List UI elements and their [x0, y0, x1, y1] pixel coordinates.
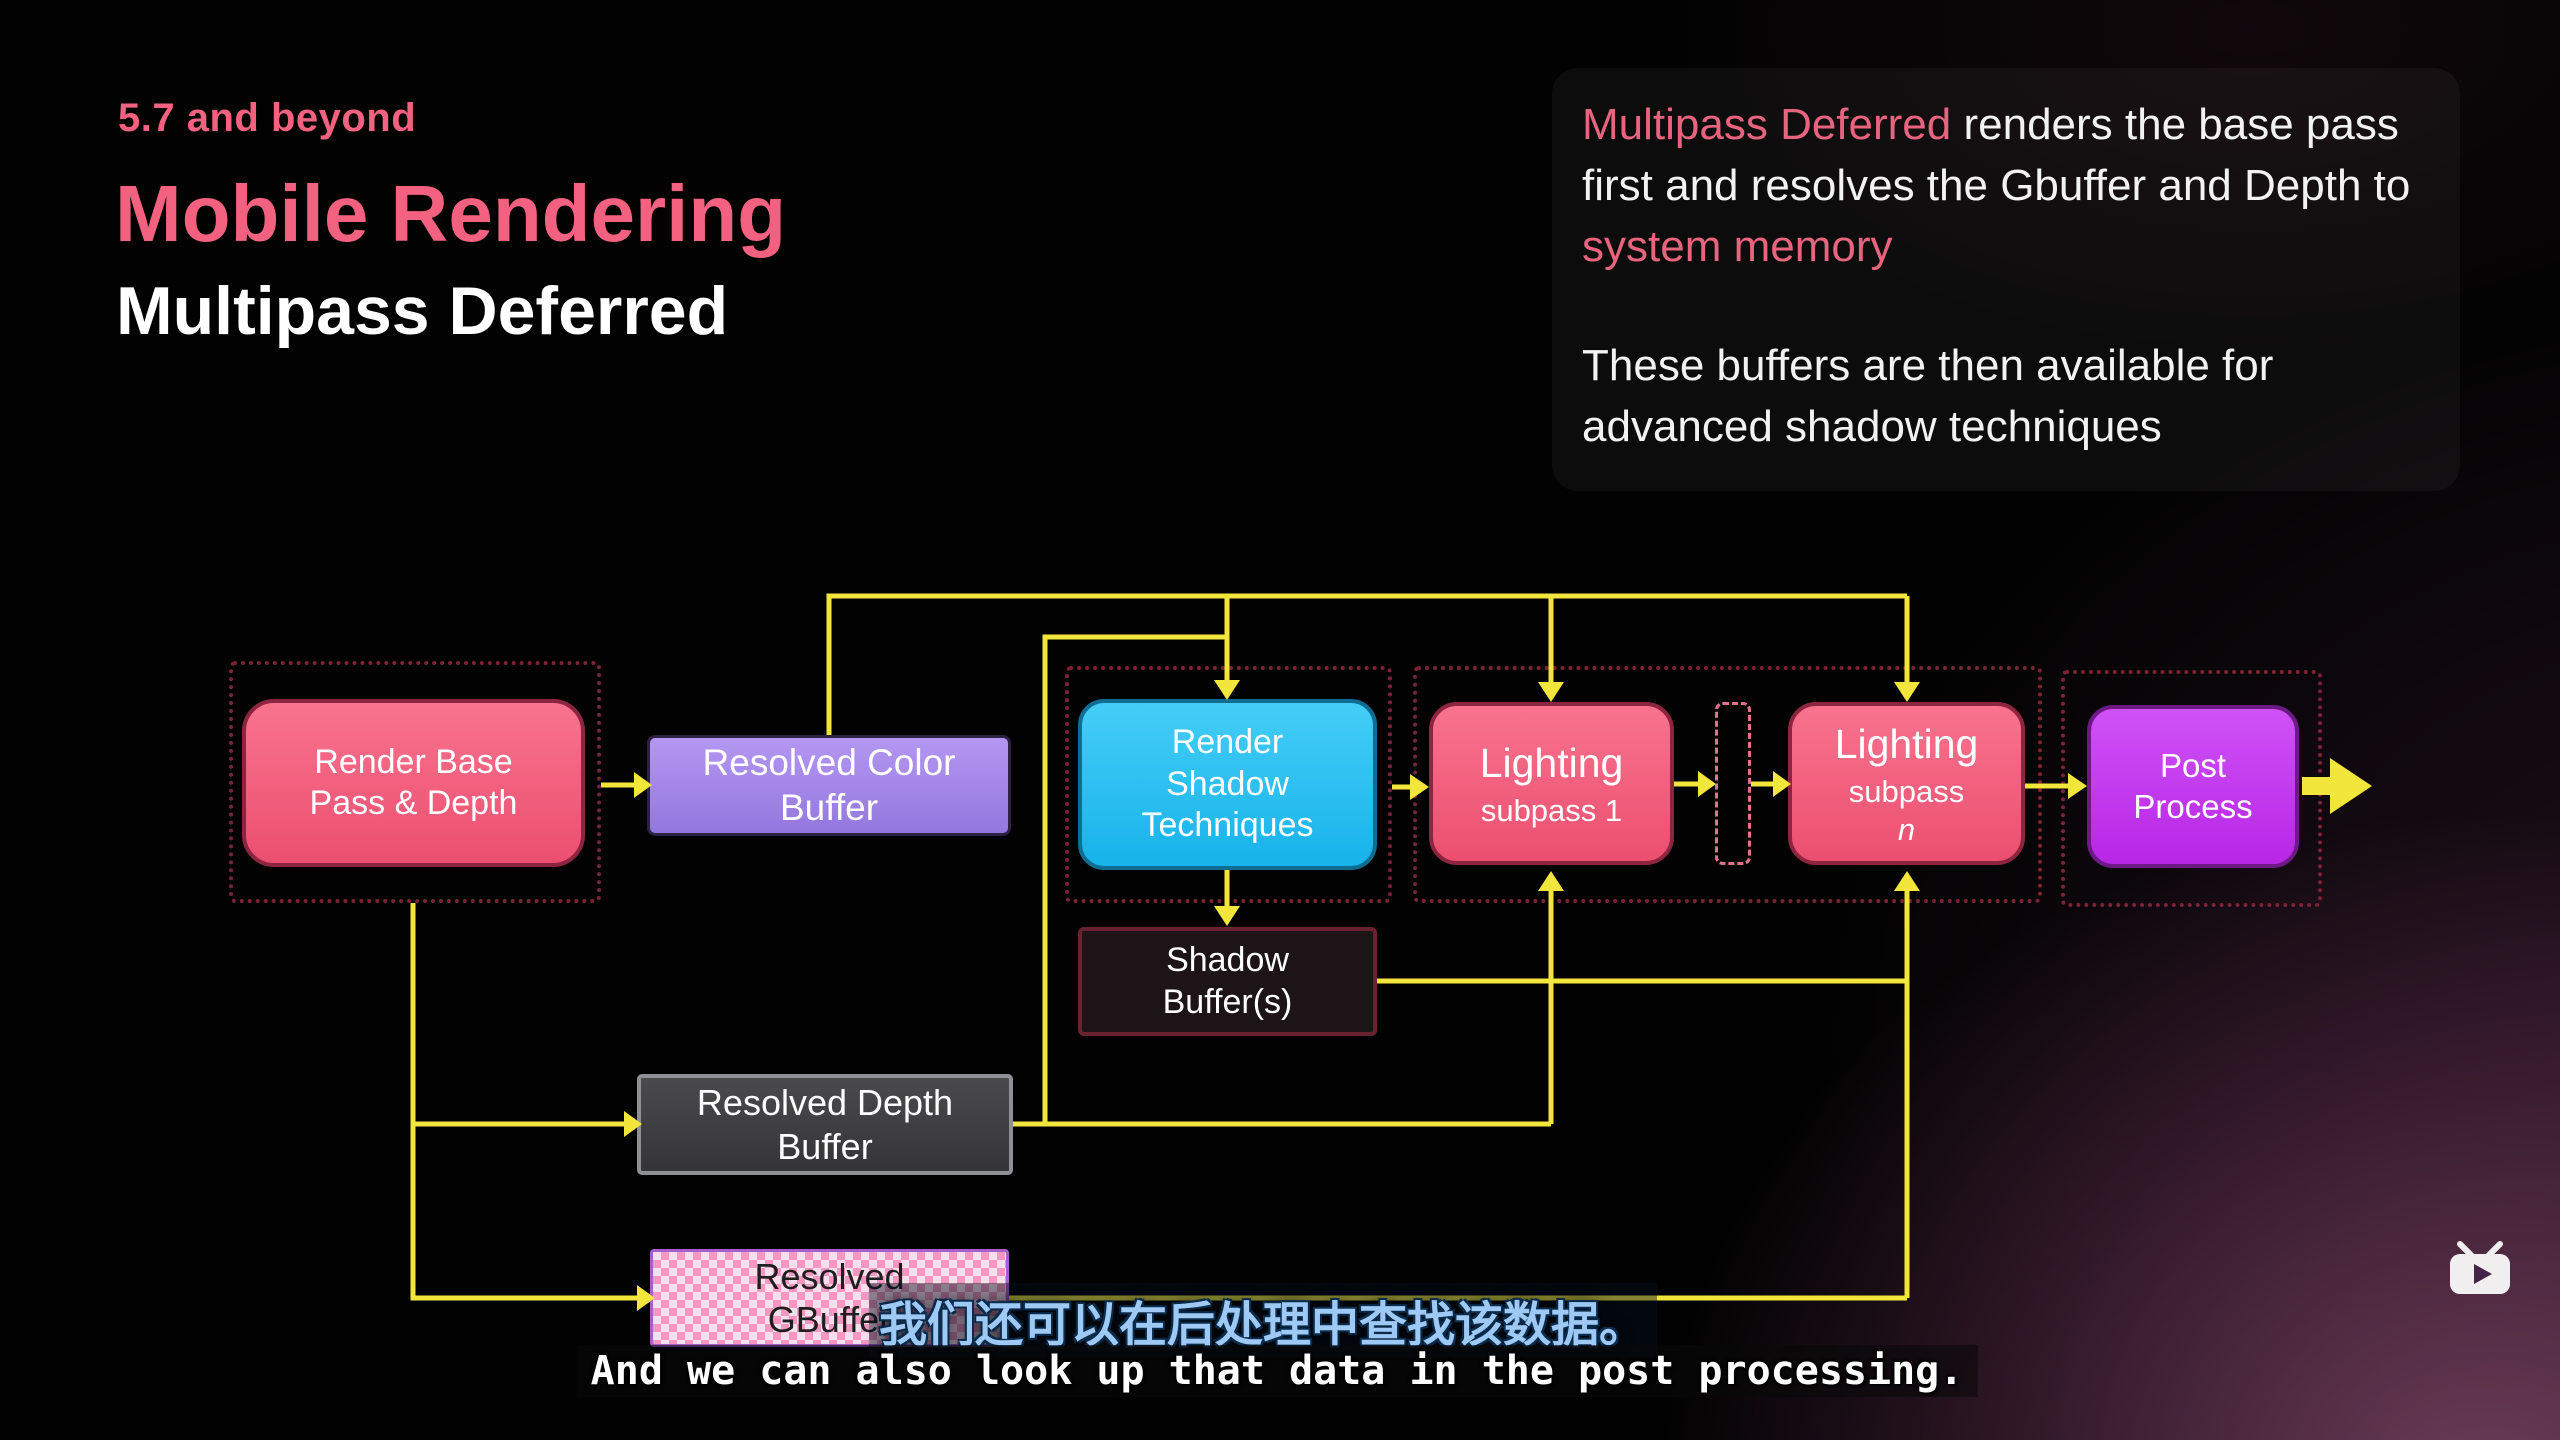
- node-render-shadow-line3: Techniques: [1141, 806, 1314, 845]
- subtitle-english: And we can also look up that data in the…: [576, 1345, 1978, 1397]
- page-subtitle: Multipass Deferred: [116, 273, 729, 349]
- node-resolved-color-line1: Resolved Color: [702, 742, 956, 784]
- node-render-shadow-line2: Shadow: [1166, 764, 1289, 803]
- connector-arrowheads: [624, 680, 2372, 1311]
- header-kicker: 5.7 and beyond: [118, 96, 417, 140]
- node-shadow-buffer-line2: Buffer(s): [1162, 982, 1293, 1021]
- node-resolved-depth-line2: Buffer: [777, 1125, 873, 1167]
- node-render-shadow-line1: Render: [1171, 723, 1284, 762]
- node-resolved-gbuffer-line2: GBuffer: [767, 1299, 892, 1340]
- node-render-base-line1: Render Base: [314, 742, 513, 781]
- node-lighting-n-title: Lighting: [1834, 720, 1979, 767]
- info-panel: Multipass Deferred renders the base pass…: [1552, 68, 2460, 491]
- node-lighting-n-subtitle: subpass n: [1849, 773, 1964, 849]
- node-post-process-line1: Post: [2159, 747, 2227, 785]
- node-lighting-1-subtitle: subpass 1: [1480, 792, 1623, 828]
- info-highlight-system-memory: system memory: [1582, 222, 1893, 271]
- info-highlight-multipass: Multipass Deferred: [1582, 100, 1952, 149]
- subtitle-chinese: 我们还可以在后处理中查找该数据。: [868, 1283, 1658, 1357]
- node-lighting-n-subtitle-var: n: [1897, 811, 1916, 847]
- node-lighting-subpass-n: Lighting subpass n: [1788, 702, 2025, 865]
- node-resolved-gbuffer-line1: Resolved: [754, 1255, 905, 1297]
- node-shadow-buffer-line1: Shadow: [1166, 941, 1289, 980]
- node-render-base-line2: Pass & Depth: [309, 784, 518, 822]
- info-text-1: renders the base pass first and resolves…: [1582, 100, 2411, 210]
- node-resolved-color-buffer: Resolved Color Buffer: [647, 735, 1011, 836]
- node-resolved-depth-buffer: Resolved Depth Buffer: [637, 1074, 1013, 1175]
- node-lighting-subpass-1: Lighting subpass 1: [1429, 702, 1674, 865]
- node-lighting-n-subtitle-prefix: subpass: [1848, 773, 1965, 809]
- info-paragraph-1: Multipass Deferred renders the base pass…: [1582, 94, 2430, 277]
- node-lighting-ellipsis: [1715, 702, 1751, 865]
- node-lighting-1-title: Lighting: [1479, 739, 1624, 786]
- dotted-frame-base-pass: [229, 661, 601, 903]
- node-render-base-pass: Render Base Pass & Depth: [242, 699, 585, 867]
- info-paragraph-2: These buffers are then available for adv…: [1582, 341, 2274, 451]
- node-post-process-line2: Process: [2133, 787, 2253, 825]
- node-resolved-depth-line1: Resolved Depth: [696, 1082, 954, 1124]
- node-resolved-gbuffer: Resolved GBuffer: [650, 1249, 1009, 1347]
- node-render-shadow-techniques: Render Shadow Techniques: [1078, 699, 1377, 870]
- node-shadow-buffer: Shadow Buffer(s): [1078, 927, 1377, 1036]
- tv-play-icon: [2450, 1241, 2510, 1294]
- node-post-process: Post Process: [2087, 705, 2299, 868]
- page-title: Mobile Rendering: [115, 169, 787, 258]
- node-resolved-color-line2: Buffer: [779, 786, 879, 828]
